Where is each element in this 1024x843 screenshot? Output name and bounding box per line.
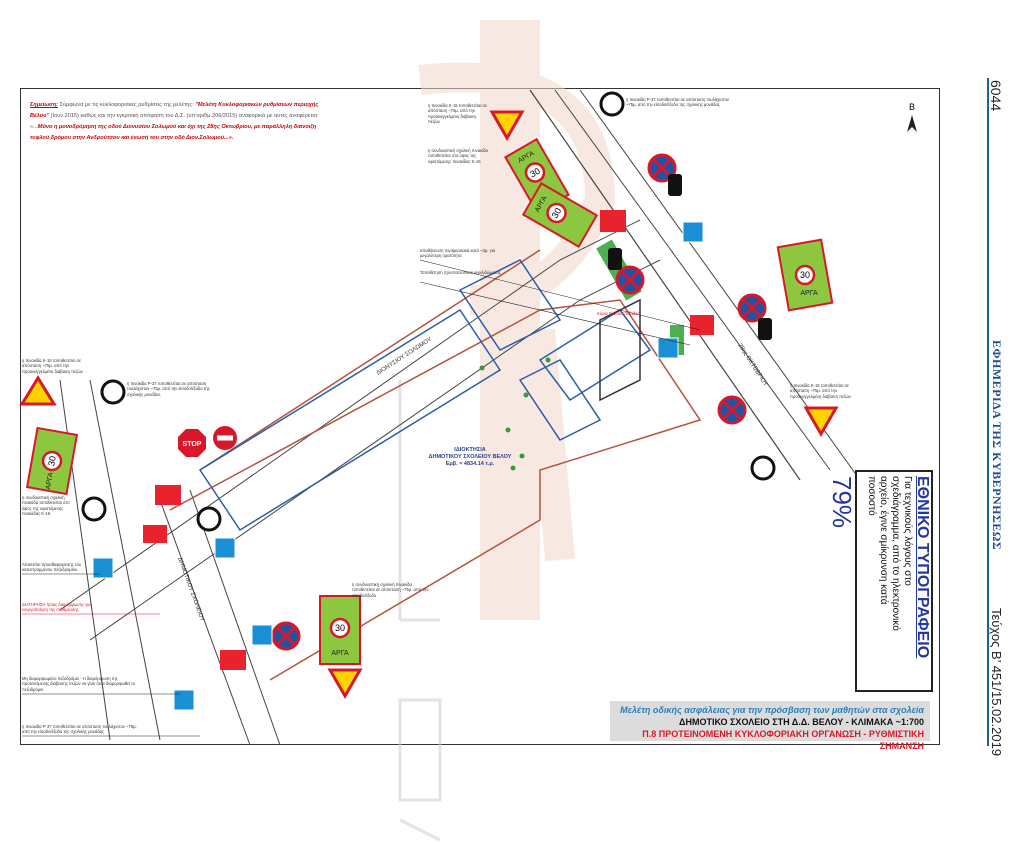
annotation-p37-top: η πινακίδα Ρ-37 τοποθετείται σε απόσταση… — [626, 97, 729, 108]
no-entry-sign-icon — [213, 426, 237, 450]
annotation-k15-left: η πινακίδα Κ-15 τοποθετείται σε απόσταση… — [22, 358, 83, 374]
no-parking-sign-icons — [271, 153, 767, 651]
stamp-text: Για τεχνικούς λόγους στο σχεδιάγραμμα, α… — [866, 476, 913, 631]
svg-text:30: 30 — [46, 455, 58, 467]
svg-text:30: 30 — [550, 206, 564, 220]
svg-text:Β: Β — [909, 102, 915, 112]
stamp-title: ΕΘΝΙΚΟ ΤΥΠΟΓΡΑΦΕΙΟ — [914, 476, 931, 659]
svg-text:STOP: STOP — [183, 441, 202, 448]
annotation-k15-right: η πινακίδα Κ-15 τοποθετείται σε απόσταση… — [790, 383, 851, 399]
svg-text:ΑΡΓΑ: ΑΡΓΑ — [331, 650, 349, 657]
crosswalk — [220, 650, 246, 670]
svg-text:30: 30 — [528, 166, 542, 180]
annotation-sidewalk-repair: Απαιτείται προσθαφαιρεσης του κατεστραμμ… — [22, 562, 82, 573]
annotation-parking-keep: ΔΙΑΤΗΡΗΣΗ ήπιας διαμόρφωσης για ενεργοπο… — [22, 602, 91, 613]
crosswalk — [600, 210, 626, 232]
school-buildings — [198, 259, 652, 532]
one-way-sign-icons — [608, 174, 772, 340]
title-block: Μελέτη οδικής ασφάλειας για την πρόσβαση… — [610, 701, 930, 751]
tree-icons — [479, 357, 551, 471]
crosswalk — [690, 315, 714, 335]
annotation-combined-sign-top: η συνδυαστική σχολική πινακίδα τοποθετεί… — [428, 148, 488, 164]
annotation-railing: Τοποθέτηση προστατευτικού κιγκλιδώματος — [420, 270, 501, 275]
page-number: 6044 — [988, 80, 1004, 112]
svg-text:Εμβ. = 4834.14 τ.μ.: Εμβ. = 4834.14 τ.μ. — [446, 461, 495, 467]
crosswalk — [155, 485, 181, 505]
svg-text:ΑΡΓΑ: ΑΡΓΑ — [800, 290, 818, 297]
svg-text:ΙΔΙΟΚΤΗΣΙΑ: ΙΔΙΟΚΤΗΣΙΑ — [454, 447, 485, 453]
margin-rule — [987, 78, 989, 746]
annotation-unbuilt-sidewalk: Μη διαμορφωμένο πεζοδρόμιο - Η διαμόρφωσ… — [22, 676, 136, 692]
svg-text:30: 30 — [335, 623, 345, 633]
note-text: Σημείωση: Σύμφωνα με τις κυκλοφοριακές ρ… — [30, 102, 319, 141]
school-property-label: ΙΔΙΟΚΤΗΣΙΑ ΔΗΜΟΤΙΚΟΥ ΣΧΟΛΕΙΟΥ ΒΕΛΟΥ Εμβ.… — [429, 447, 512, 467]
street-name-oktovriou: 28ης ΟΚΤΩΒΡΙΟΥ — [736, 343, 768, 388]
gazette-title: ΕΦΗΜΕΡΙΔΑ ΤΗΣ ΚΥΒΕΡΝΗΣΕΩΣ — [990, 340, 1004, 551]
issue-number: Τεύχος Β’ 451/15.02.2019 — [989, 608, 1004, 757]
stop-sign-icon: STOP — [178, 429, 206, 457]
annotation-widening: αποθήκευση περιφερειακά κατά ~3μ. για με… — [420, 248, 496, 259]
no-parking-p37-sign-icons — [81, 91, 776, 532]
svg-text:ΑΡΓΑ: ΑΡΓΑ — [45, 472, 55, 490]
annotation-k15-top: η πινακίδα Κ-15 τοποθετείται σε απόσταση… — [428, 103, 488, 125]
annotation-main-entrance: Κύρια Είσοδος/Έξοδος — [597, 311, 640, 316]
annotation-combined-sign-left: η συνδυαστική σχολική πινακίδα τοποθετεί… — [22, 495, 70, 517]
national-printing-office-stamp: ΕΘΝΙΚΟ ΤΥΠΟΓΡΑΦΕΙΟ Για τεχνικούς λόγους … — [827, 470, 933, 692]
crosswalks — [143, 210, 714, 670]
crosswalk — [143, 525, 167, 543]
watermark — [398, 20, 616, 842]
annotation-combined-sign-bottom: η συνδυαστική σχολική πινακίδα τοποθετεί… — [352, 582, 429, 598]
stamp-percent: 79% — [827, 476, 857, 529]
annotation-p37-left: η πινακίδα Ρ-37 τοποθετείται σε απόσταση… — [127, 381, 210, 397]
svg-text:30: 30 — [800, 270, 810, 280]
north-arrow-icon: Β — [907, 102, 917, 132]
pedestrian-crossing-sign-icons — [92, 221, 704, 711]
svg-text:ΔΗΜΟΤΙΚΟΥ ΣΧΟΛΕΙΟΥ ΒΕΛΟΥ: ΔΗΜΟΤΙΚΟΥ ΣΧΟΛΕΙΟΥ ΒΕΛΟΥ — [429, 454, 512, 460]
annotation-p37-bottom: η πινακίδα Ρ-37 τοποθετείται σε απόσταση… — [22, 724, 137, 735]
street-name-dimotikou: ΔΗΜΟΤΙΚΟΥ ΣΧΟΛΕΙΟΥ — [176, 557, 205, 623]
children-warning-sign-icons — [19, 110, 839, 700]
